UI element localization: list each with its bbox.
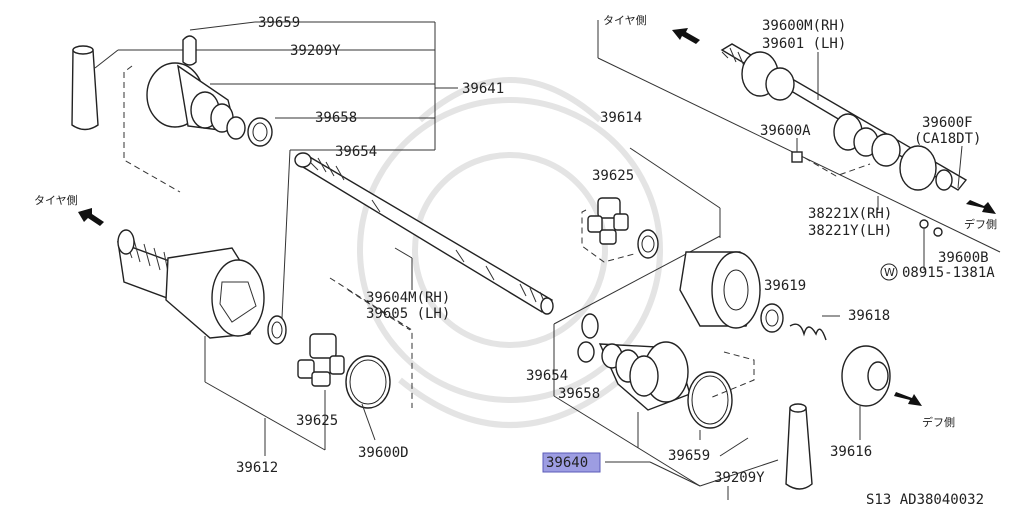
- label-39600d: 39600D: [358, 445, 409, 461]
- boot-39641: [146, 62, 246, 140]
- label-39605: 39605 (LH): [366, 306, 450, 322]
- leaders-right-top: [817, 52, 963, 210]
- cv-joint-39612: [117, 229, 265, 339]
- label-39640: 39640: [546, 455, 588, 471]
- label-39604m: 39604M(RH): [366, 290, 450, 306]
- label-39625-left: 39625: [296, 413, 338, 429]
- label-39618: 39618: [848, 308, 890, 324]
- label-39600a: 39600A: [760, 123, 811, 139]
- label-39659-mid: 39659: [668, 448, 710, 464]
- label-39209y-bot: 39209Y: [714, 470, 765, 486]
- label-39614: 39614: [600, 110, 642, 126]
- footer-code: S13 AD38040032: [866, 492, 984, 508]
- dashed-guides-left: [123, 65, 413, 408]
- label-diff-side-right: デフ側: [964, 217, 997, 231]
- washer-left: [267, 315, 287, 345]
- label-08915: 08915-1381A: [902, 265, 995, 281]
- label-39619: 39619: [764, 278, 806, 294]
- bolt-39600a: [791, 138, 871, 177]
- labels: 39659 39209Y 39641 39658 39654 タイヤ側 3960…: [34, 14, 997, 508]
- boot-clamp-39659: [182, 35, 197, 66]
- label-38221y: 38221Y(LH): [808, 223, 892, 239]
- spring-39618: [789, 315, 840, 341]
- ring-39619: [760, 303, 784, 333]
- boot-39640: [598, 341, 691, 411]
- washer-mid: [637, 229, 659, 259]
- label-39641: 39641: [462, 81, 504, 97]
- highlight-39640: [542, 452, 601, 473]
- clamp-39659-mid: [687, 351, 755, 429]
- label-39601: 39601 (LH): [762, 36, 846, 52]
- leaders-top-left: [94, 21, 458, 319]
- housing-39614: [679, 251, 761, 329]
- label-39625-mid: 39625: [592, 168, 634, 184]
- label-tire-side-left: タイヤ側: [34, 194, 78, 207]
- leaders-right-mid: [553, 324, 779, 500]
- leaders-shaft: [394, 247, 413, 290]
- axle-assembly-39600m: [720, 43, 968, 191]
- label-39600m: 39600M(RH): [762, 18, 846, 34]
- watermark-emblem: [357, 77, 663, 428]
- label-39654-top: 39654: [335, 144, 377, 160]
- label-39600f: 39600F: [922, 115, 973, 131]
- snap-ring-39600d: [345, 355, 391, 409]
- label-39600b: 39600B: [938, 250, 989, 266]
- tire-side-arrow-left: [78, 208, 104, 226]
- label-39616: 39616: [830, 444, 872, 460]
- leaders-bottom-left: [204, 336, 376, 456]
- label-39658-mid: 39658: [558, 386, 600, 402]
- tripod-39625-left: [297, 333, 345, 387]
- label-tire-side-top: タイヤ側: [603, 14, 647, 27]
- drive-shaft-39604m: [294, 152, 554, 315]
- tire-side-arrow-top: [672, 28, 700, 44]
- diff-side-arrow-right: [966, 200, 996, 214]
- label-38221x: 38221X(RH): [808, 206, 892, 222]
- label-ca18dt: (CA18DT): [914, 131, 981, 147]
- grease-tube-39209y: [71, 45, 99, 131]
- grease-tube-bottom: [785, 403, 813, 490]
- w-circle-icon: [880, 263, 898, 281]
- clamp-39658-mid: [577, 313, 599, 363]
- label-39209y-top: 39209Y: [290, 43, 341, 59]
- nut-38221x: [919, 219, 943, 270]
- flange-39616: [841, 345, 891, 440]
- label-w-circle: W: [884, 266, 895, 279]
- label-39612: 39612: [236, 460, 278, 476]
- label-diff-side-bottom: デフ側: [922, 415, 955, 429]
- label-39658-top: 39658: [315, 110, 357, 126]
- label-39654-mid: 39654: [526, 368, 568, 384]
- diff-side-arrow-bottom: [894, 392, 922, 406]
- tripod-39625-mid: [581, 197, 635, 263]
- label-39659-top: 39659: [258, 15, 300, 31]
- clamp-39658: [247, 117, 273, 147]
